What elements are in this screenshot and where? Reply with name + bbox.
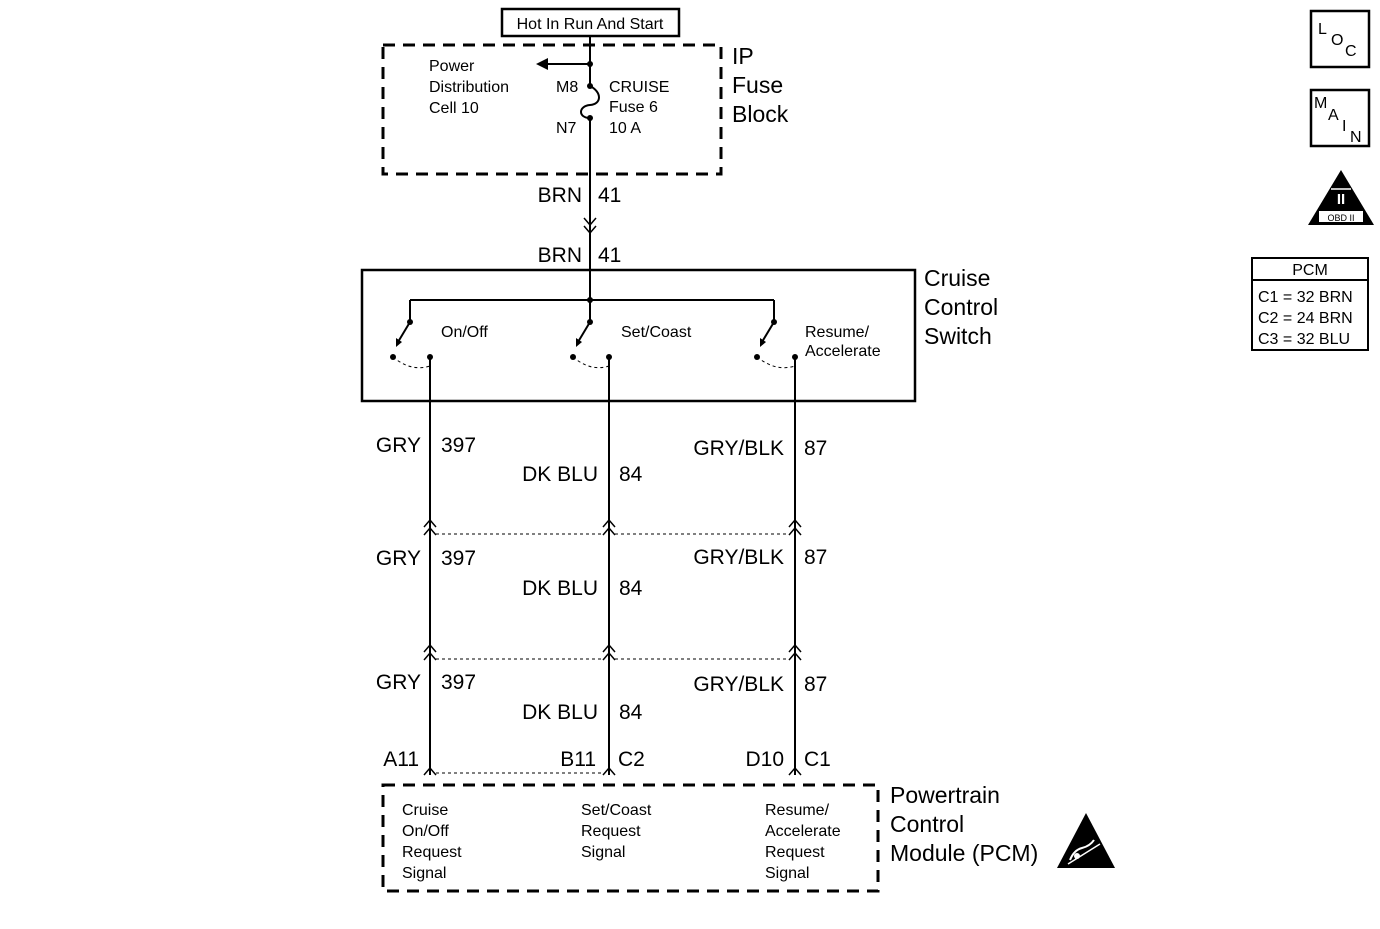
fuse-block-title-2: Fuse (732, 72, 783, 98)
contact-label-resume-2: Accelerate (805, 343, 881, 360)
wire-circuit-397-2: 397 (441, 547, 476, 570)
wire-color-dkblu-2: DK BLU (522, 577, 598, 600)
fuse-block-title-3: Block (732, 101, 789, 127)
inline-connector-2 (423, 643, 802, 661)
connector-table-row-c2: C2 = 24 BRN (1258, 310, 1353, 327)
pcm-connector-c1: C1 (804, 748, 831, 771)
wire-color-dkblu-3: DK BLU (522, 701, 598, 724)
connector-table-row-c1: C1 = 32 BRN (1258, 289, 1353, 306)
contact-label-set-coast: Set/Coast (621, 324, 692, 341)
ip-fuse-block-outline (381, 43, 723, 176)
pcm-title-2: Control (890, 811, 964, 837)
wire-circuit-87-3: 87 (804, 673, 827, 696)
pcm-input-1-line-4: Signal (402, 865, 446, 882)
wire-color-gry-1: GRY (376, 434, 421, 457)
pcm-pin-b11: B11 (560, 748, 596, 771)
contact-label-resume-1: Resume/ (805, 324, 870, 341)
fuse-block-title-1: IP (732, 43, 754, 69)
wire-circuit-84-3: 84 (619, 701, 643, 724)
connector-table-row-c3: C3 = 32 BLU (1258, 331, 1350, 348)
switch-contact-resume-accelerate (754, 300, 798, 369)
feed-wire-circuit-lower: 41 (598, 244, 621, 267)
wire-color-gry-3: GRY (376, 671, 421, 694)
pcm-input-2-line-3: Signal (581, 844, 625, 861)
fuse-rating-label: 10 A (609, 120, 641, 137)
loc-letter-o: O (1331, 32, 1343, 49)
feed-connector-lower (583, 225, 597, 235)
pcm-input-1-line-2: On/Off (402, 823, 449, 840)
pcm-connector-table: PCM C1 = 32 BRN C2 = 24 BRN C3 = 32 BLU (1251, 257, 1369, 351)
obd-ii-icon[interactable]: II OBD II (1308, 170, 1374, 225)
fuse-symbol-icon (580, 85, 600, 119)
pcm-connector-terminals (423, 766, 802, 776)
esd-warning-icon (1057, 813, 1115, 868)
pcm-input-3-line-1: Resume/ (765, 802, 830, 819)
main-letter-a: A (1328, 107, 1339, 124)
pcm-pin-d10: D10 (745, 748, 784, 771)
wire-circuit-84-1: 84 (619, 463, 643, 486)
obd-numeral: II (1337, 191, 1345, 208)
pin-n7-label: N7 (556, 120, 577, 137)
fuse-number-label: Fuse 6 (609, 99, 658, 116)
pcm-title-3: Module (PCM) (890, 840, 1038, 866)
pcm-connector-c2: C2 (618, 748, 645, 771)
inline-connector-1 (423, 518, 802, 536)
pcm-title-1: Powertrain (890, 782, 1000, 808)
wire-circuit-87-1: 87 (804, 437, 827, 460)
pcm-input-3-line-3: Request (765, 844, 825, 861)
pdc-label-1: Power (429, 58, 475, 75)
main-icon[interactable]: M A I N (1309, 88, 1371, 148)
loc-letter-l: L (1318, 21, 1327, 38)
switch-title-1: Cruise (924, 265, 990, 291)
pcm-input-1-line-3: Request (402, 844, 462, 861)
contact-label-on-off: On/Off (441, 324, 488, 341)
feed-connector-upper (583, 217, 597, 227)
cruise-switch-outline (360, 268, 917, 403)
wire-color-gry-2: GRY (376, 547, 421, 570)
main-letter-i: I (1342, 118, 1346, 135)
pdc-arrow-icon (536, 58, 548, 70)
pcm-input-2-line-1: Set/Coast (581, 802, 652, 819)
switch-title-2: Control (924, 294, 998, 320)
connector-table-title: PCM (1292, 262, 1328, 279)
wire-color-dkblu-1: DK BLU (522, 463, 598, 486)
feed-wire-color-lower: BRN (538, 244, 582, 267)
pin-m8-label: M8 (556, 79, 578, 96)
wire-circuit-87-2: 87 (804, 546, 827, 569)
feed-wire-circuit-upper: 41 (598, 184, 621, 207)
wire-color-gryblk-3: GRY/BLK (693, 673, 784, 696)
pcm-input-3-line-4: Signal (765, 865, 809, 882)
pcm-pin-a11: A11 (383, 748, 419, 771)
wire-circuit-397-1: 397 (441, 434, 476, 457)
main-letter-n: N (1350, 129, 1362, 146)
pcm-outline (381, 783, 880, 893)
wire-circuit-84-2: 84 (619, 577, 643, 600)
pdc-label-2: Distribution (429, 79, 509, 96)
pcm-input-3-line-2: Accelerate (765, 823, 841, 840)
loc-letter-c: C (1345, 43, 1357, 60)
switch-title-3: Switch (924, 323, 992, 349)
obd-label: OBD II (1327, 213, 1354, 223)
feed-wire-color-upper: BRN (538, 184, 582, 207)
loc-icon[interactable]: L O C (1309, 9, 1371, 69)
wire-circuit-397-3: 397 (441, 671, 476, 694)
pdc-label-3: Cell 10 (429, 100, 479, 117)
wire-color-gryblk-2: GRY/BLK (693, 546, 784, 569)
main-letter-m: M (1314, 95, 1327, 112)
wire-color-gryblk-1: GRY/BLK (693, 437, 784, 460)
pcm-input-2-line-2: Request (581, 823, 641, 840)
fuse-name-label: CRUISE (609, 79, 669, 96)
pcm-input-1-line-1: Cruise (402, 802, 448, 819)
power-source-label: Hot In Run And Start (517, 16, 664, 33)
switch-contact-set-coast (570, 300, 612, 369)
switch-contact-on-off (390, 300, 433, 369)
